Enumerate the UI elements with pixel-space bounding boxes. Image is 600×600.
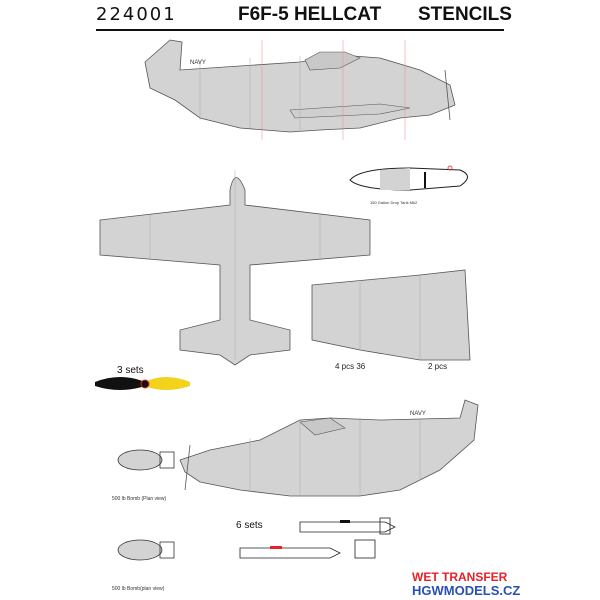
navy-label-bottom: NAVY: [410, 411, 426, 417]
propeller: [95, 377, 190, 390]
bomb-plan: [117, 449, 175, 471]
product-subtitle: STENCILS: [418, 4, 512, 25]
aircraft-side-top: [144, 39, 456, 140]
bomb-side: [117, 539, 175, 561]
fin-left-pcs-label: 4 pcs 36: [335, 362, 366, 371]
rocket-upper: [299, 517, 396, 535]
website[interactable]: HGWMODELS.CZ: [412, 583, 521, 598]
rocket-lower: [239, 539, 376, 559]
fin-right-pcs-label: 2 pcs: [428, 362, 448, 371]
prop-sets-label: 3 sets: [117, 365, 144, 376]
navy-label-top: NAVY: [190, 60, 206, 66]
header: 224001 F6F-5 HELLCAT STENCILS: [0, 0, 600, 31]
bomb-plan-label: 500 lb Bomb (Plan view): [112, 496, 167, 502]
bomb-side-label: 500 lb Bomb(plan view): [112, 586, 165, 592]
drop-tank: [349, 165, 468, 191]
header-rule: [96, 29, 504, 31]
drop-tank-label: 150 Gallon Drop Tank Mk2: [370, 200, 418, 205]
aircraft-plan: [99, 170, 371, 366]
tail-fin-panel: [311, 269, 471, 361]
rocket-sets-label: 6 sets: [236, 520, 263, 531]
product-code: 224001: [96, 4, 177, 25]
product-title: F6F-5 HELLCAT: [238, 4, 382, 25]
transfer-type: WET TRANSFER: [412, 570, 508, 584]
aircraft-side-bottom: [179, 399, 479, 497]
